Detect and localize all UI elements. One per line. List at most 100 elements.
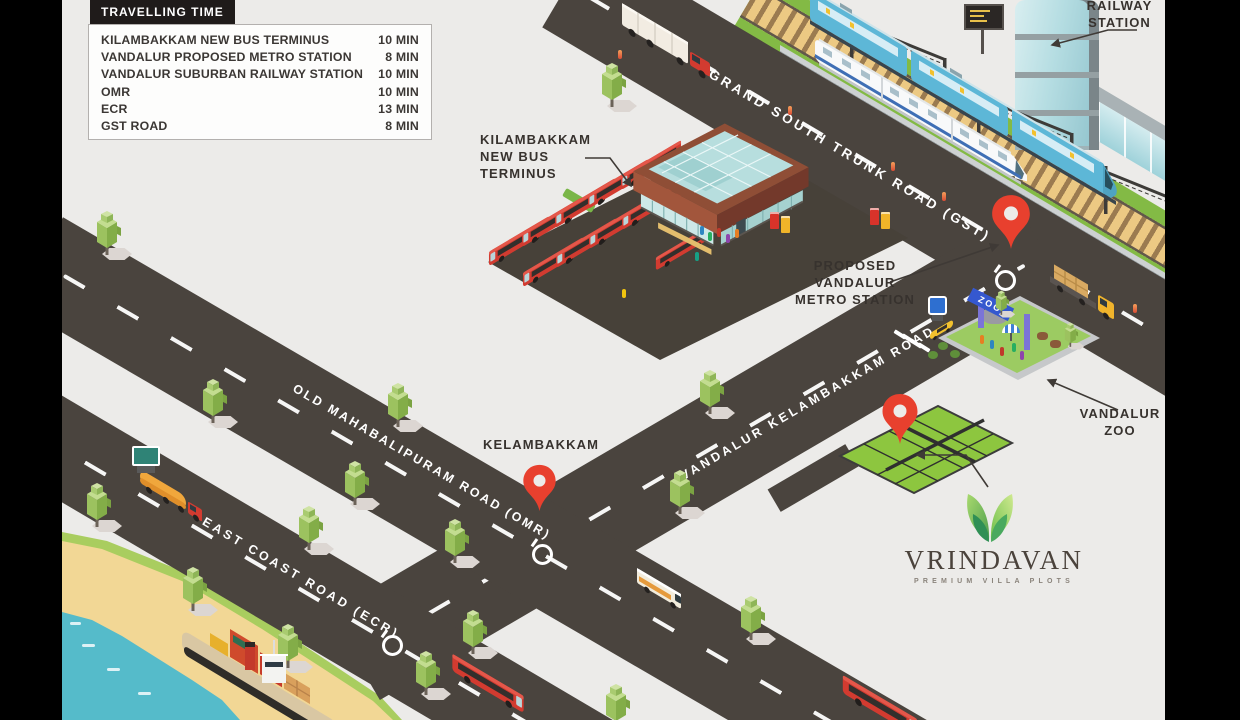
tower-band	[1015, 110, 1099, 116]
vending-machine-icon	[781, 216, 790, 233]
travel-time-value: 8 MIN	[385, 50, 419, 65]
tree-icon	[90, 208, 132, 260]
bush-icon	[928, 351, 938, 359]
travel-time-value: 13 MIN	[378, 101, 419, 116]
tree-icon	[456, 607, 498, 659]
tower-band	[1015, 34, 1099, 40]
tree-icon	[292, 503, 334, 555]
vending-machine-icon	[881, 212, 890, 229]
person-figure	[788, 106, 792, 115]
travel-time-value: 10 MIN	[378, 84, 419, 99]
tree-icon	[381, 380, 423, 432]
bush-icon	[950, 350, 960, 358]
bus-terminus-label-line: NEW BUS	[480, 148, 550, 164]
location-pin-icon	[880, 393, 920, 445]
person-figure	[1012, 343, 1016, 352]
deer-icon	[1050, 340, 1061, 348]
travel-time-row: GST ROAD 8 MIN	[101, 118, 419, 135]
vandalur-zoo-label-line: ZOO	[1104, 422, 1136, 438]
railway-station-label: RAILWAY STATION	[1062, 0, 1165, 32]
travel-time-table: KILAMBAKKAM NEW BUS TERMINUS 10 MIN VAND…	[88, 24, 432, 140]
metro-station-label-line: METRO STATION	[795, 291, 915, 307]
tree-icon	[992, 289, 1016, 318]
railway-station-label-line: RAILWAY	[1086, 0, 1153, 13]
suburban-train-icon	[810, 0, 1120, 211]
travel-time-row: ECR 13 MIN	[101, 101, 419, 118]
map-scene: GRAND SOUTH TRUNK ROAD (GST) VANDALUR KE…	[62, 0, 1165, 720]
location-pin-icon	[989, 194, 1033, 250]
tree-icon	[80, 480, 122, 532]
person-figure	[980, 335, 984, 344]
tree-icon	[409, 648, 451, 700]
tower-band	[1015, 72, 1099, 78]
tree-icon	[438, 516, 480, 568]
vrindavan-logo-icon	[967, 494, 1013, 542]
person-figure	[726, 234, 730, 243]
person-figure	[695, 252, 699, 261]
tree-icon	[196, 376, 238, 428]
tree-icon	[693, 367, 735, 419]
container-truck-icon	[622, 3, 714, 92]
vending-machine-icon	[770, 212, 779, 229]
umbrella-pole	[1010, 333, 1012, 341]
railway-station-label-line: STATION	[1088, 14, 1151, 30]
person-figure	[990, 340, 994, 349]
travel-time-place: OMR	[101, 84, 131, 99]
travel-time-place: GST ROAD	[101, 119, 168, 134]
bus-terminal-building	[633, 123, 809, 255]
taxi-icon	[930, 316, 954, 348]
zoo-gate-pillar	[978, 292, 984, 328]
tree-icon	[599, 681, 633, 720]
person-figure	[1133, 304, 1137, 313]
travel-time-place: KILAMBAKKAM NEW BUS TERMINUS	[101, 33, 330, 47]
villa-plot-site	[837, 404, 1015, 495]
travel-time-row: KILAMBAKKAM NEW BUS TERMINUS 10 MIN	[101, 32, 419, 49]
bus-terminus-label: KILAMBAKKAM NEW BUS TERMINUS	[480, 132, 610, 183]
travel-time-value: 8 MIN	[385, 119, 419, 134]
travel-time-panel-title: TRAVELLING TIME	[90, 0, 235, 24]
travel-time-row: OMR 10 MIN	[101, 84, 419, 101]
kelambakkam-label: KELAMBAKKAM	[482, 437, 600, 452]
wave-icon	[82, 644, 95, 647]
person-figure	[891, 162, 895, 171]
junction-marker	[532, 544, 553, 565]
bus-terminus-label-line: TERMINUS	[480, 165, 557, 181]
travel-time-place: ECR	[101, 101, 128, 116]
person-figure	[700, 226, 704, 235]
tree-icon	[271, 621, 313, 673]
travel-time-place: VANDALUR PROPOSED METRO STATION	[101, 50, 352, 65]
cargo-ship-icon	[182, 629, 338, 720]
person-figure	[708, 232, 712, 241]
travel-time-value: 10 MIN	[378, 67, 419, 82]
vending-machine-icon	[870, 208, 879, 225]
person-figure	[1020, 351, 1024, 360]
person-figure	[717, 228, 721, 237]
umbrella-icon	[1002, 324, 1020, 333]
platform-signboard	[964, 4, 1004, 56]
metro-station-label-line: VANDALUR	[814, 274, 896, 290]
vrindavan-logo-name: VRINDAVAN	[904, 545, 1084, 575]
travel-time-row: VANDALUR SUBURBAN RAILWAY STATION 10 MIN	[101, 66, 419, 83]
metro-train-icon	[815, 30, 1030, 193]
tree-icon	[663, 467, 705, 519]
travel-time-value: 10 MIN	[378, 33, 419, 47]
delivery-van-icon	[637, 566, 685, 621]
zoo-gate-pillar	[1024, 314, 1030, 350]
highway-sign-icon	[132, 446, 160, 466]
vandalur-zoo-label: VANDALUR ZOO	[1070, 406, 1165, 440]
wave-icon	[107, 668, 120, 671]
cargo-truck-icon	[1050, 260, 1116, 330]
tree-icon	[1061, 321, 1085, 350]
deer-icon	[1037, 332, 1048, 340]
junction-marker	[995, 270, 1016, 291]
vrindavan-logo-tagline: PREMIUM VILLA PLOTS	[913, 578, 1075, 585]
tree-icon	[176, 564, 218, 616]
person-figure	[622, 289, 626, 298]
person-figure	[1000, 347, 1004, 356]
metro-station-label-line: PROPOSED	[813, 258, 897, 273]
person-figure	[735, 229, 739, 238]
person-figure	[618, 50, 622, 59]
metro-station-label: PROPOSED VANDALUR METRO STATION	[790, 258, 920, 309]
tree-icon	[595, 60, 637, 112]
